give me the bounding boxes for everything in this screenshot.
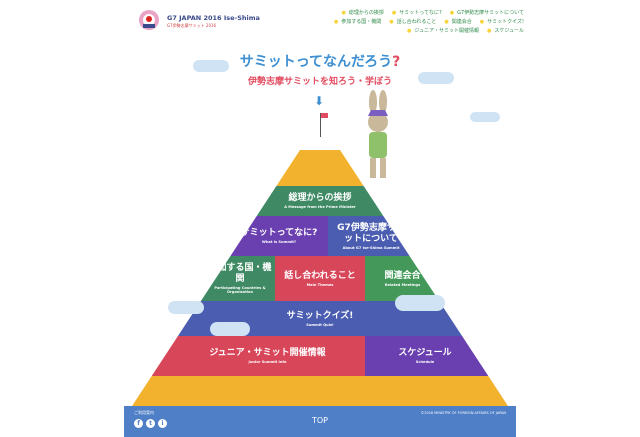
social-links: f t i [134, 419, 167, 428]
pyramid-band-themes [275, 256, 365, 301]
nav-what[interactable]: サミットってなに? [392, 9, 441, 18]
brand-subtitle: G7伊勢志摩サミット 2016 [167, 23, 217, 28]
hero-title: サミットってなんだろう? [239, 54, 401, 70]
pyramid-cap [132, 150, 508, 186]
nav-greeting[interactable]: 総理からの挨拶 [342, 9, 384, 18]
top-link[interactable]: TOP [311, 416, 328, 425]
footer: ご利用案内 f t i TOP ©2016 MINISTRY OF FOREIG… [124, 406, 516, 437]
brand-name: G7 JAPAN 2016 Ise-Shima [167, 14, 260, 22]
nav-themes[interactable]: 話し合われること [389, 18, 437, 27]
nav-junior[interactable]: ジュニア・サミット開催情報 [407, 27, 479, 36]
cloud [168, 301, 204, 314]
copyright: ©2016 MINISTRY OF FOREIGN AFFAIRS OF JAP… [420, 411, 506, 415]
cloud [395, 295, 445, 311]
hero-subtitle: 伊勢志摩サミットを知ろう・学ぼう [247, 77, 392, 87]
flag-icon [320, 113, 328, 137]
rabbit-mascot [368, 90, 388, 178]
nav-countries[interactable]: 参加する国・機関 [334, 18, 381, 27]
cloud [193, 60, 229, 72]
nav-about[interactable]: G7伊勢志摩サミットについて [450, 9, 524, 18]
cloud [418, 72, 454, 84]
cloud [470, 112, 500, 122]
link-what[interactable]: サミットってなに?What is Summit? [240, 228, 318, 244]
instagram-icon[interactable]: i [158, 419, 167, 428]
cloud [210, 322, 250, 336]
twitter-icon[interactable]: t [146, 419, 155, 428]
top-nav: 総理からの挨拶サミットってなに? G7伊勢志摩サミットについて 参加する国・機関話… [314, 9, 524, 36]
link-quiz[interactable]: サミットクイズ!Summit Quiz! [286, 310, 354, 327]
g7-logo[interactable] [137, 8, 161, 32]
nav-quiz[interactable]: サミットクイズ! [480, 18, 524, 27]
pyramid-base [132, 376, 508, 406]
facebook-icon[interactable]: f [134, 419, 143, 428]
nav-meetings[interactable]: 関連会合 [444, 18, 472, 27]
down-arrow-icon: ⬇ [314, 94, 325, 108]
nav-schedule[interactable]: スケジュール [487, 27, 524, 36]
contact-link[interactable]: ご利用案内 [134, 410, 154, 415]
